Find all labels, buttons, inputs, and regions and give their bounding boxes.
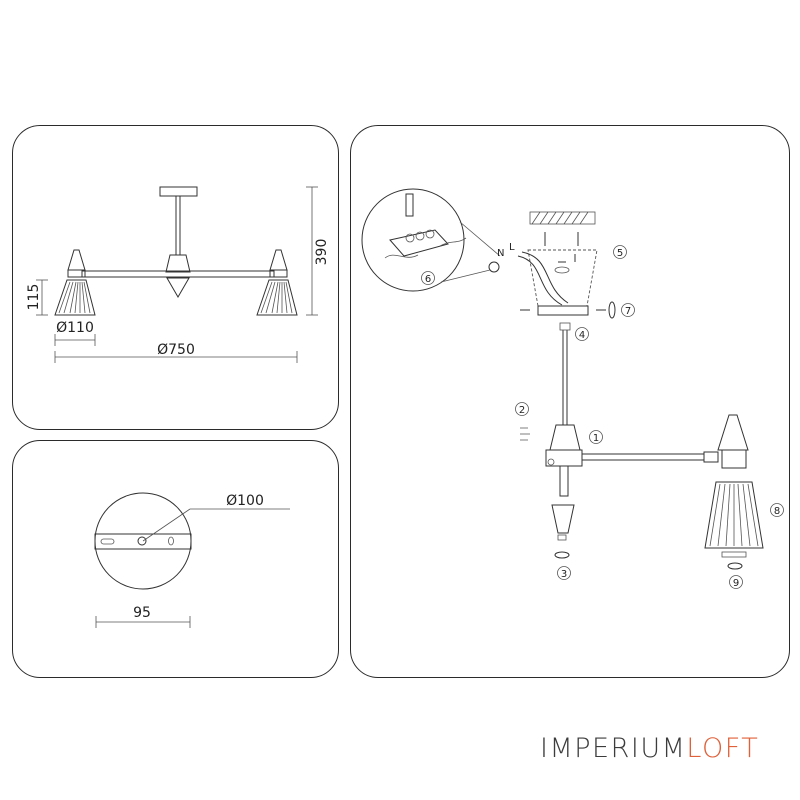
assembly-arm [581,453,705,461]
svg-text:9: 9 [733,578,739,589]
step-marker-5: 5 [613,245,627,259]
arm-bar [81,270,275,278]
disc-diameter-label: Ø100 [226,493,264,509]
svg-text:5: 5 [617,248,623,259]
brand-part-1: IMPERIUM [540,733,687,764]
right-shade [256,279,298,316]
assembly-shade [704,481,764,549]
step-marker-1: 1 [589,430,603,444]
left-shade [54,279,96,316]
shade-diameter-label: Ø110 [56,320,94,336]
svg-text:8: 8 [774,506,780,517]
step-marker-6: 6 [421,271,435,285]
step-marker-9: 9 [729,575,743,589]
shade-height-label: 115 [26,284,42,311]
step-marker-3: 3 [557,566,571,580]
base-plate-panel [12,440,339,678]
svg-text:1: 1 [593,433,599,444]
svg-text:3: 3 [561,569,567,580]
svg-text:7: 7 [625,306,631,317]
step-marker-4: 4 [575,327,589,341]
step-marker-2: 2 [515,402,529,416]
canopy-outline [527,249,598,307]
svg-text:6: 6 [425,274,431,285]
brand-part-2: LOFT [686,733,760,764]
svg-text:2: 2 [519,405,525,416]
height-label: 390 [314,239,330,266]
step-marker-7: 7 [621,303,635,317]
mounting-bar [94,533,192,550]
assembly-panel [350,125,790,678]
wire-label-live: L [509,242,515,253]
canopy [159,186,198,197]
mount-spacing-label: 95 [133,605,151,621]
wire-label-neutral: N [497,248,504,259]
brand-logo: IMPERIUMLOFT [540,733,759,764]
center-hub [165,254,191,273]
step-marker-8: 8 [770,503,784,517]
svg-text:4: 4 [579,330,585,341]
span-diameter-label: Ø750 [157,342,195,358]
wiring-detail-circle [361,188,465,292]
assembly-hub [549,424,581,451]
ceiling [529,211,596,225]
